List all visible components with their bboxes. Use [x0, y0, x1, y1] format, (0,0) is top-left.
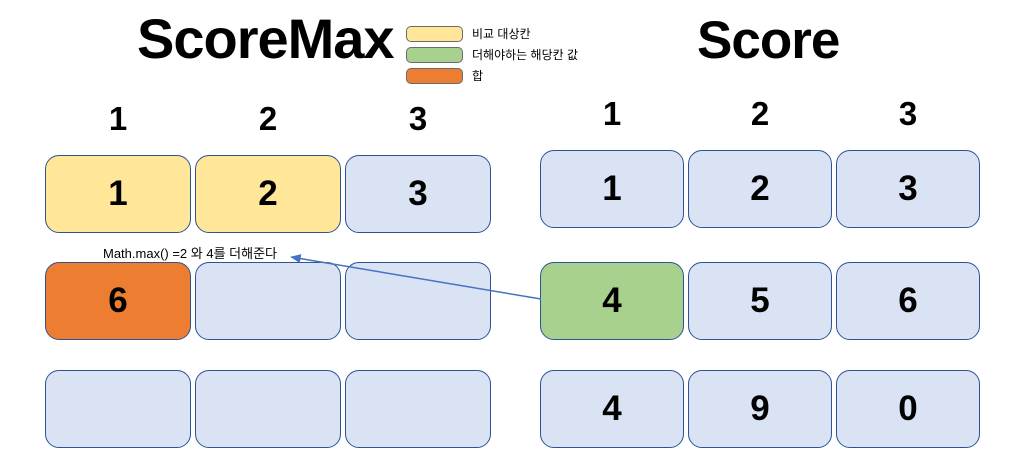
score-row-3: 4 9 0	[540, 370, 980, 448]
title-score: Score	[697, 11, 840, 70]
scoremax-cell	[345, 262, 491, 340]
scoremax-cell: 6	[45, 262, 191, 340]
score-cell: 0	[836, 370, 980, 448]
score-cell: 3	[836, 150, 980, 228]
column-header: 3	[898, 95, 918, 132]
mathmax-annotation: Math.max() =2 와 4를 더해준다	[103, 246, 277, 261]
scoremax-row-1: 1 2 3	[45, 155, 491, 233]
scoremax-cell: 2	[195, 155, 341, 233]
score-cell: 4	[540, 370, 684, 448]
score-row-2: 4 5 6	[540, 262, 980, 340]
scoremax-cell	[345, 370, 491, 448]
legend-item: 비교 대상칸	[406, 25, 578, 42]
column-header: 1	[108, 100, 128, 137]
scoremax-cell	[195, 262, 341, 340]
scoremax-cell	[195, 370, 341, 448]
scoremax-cell: 3	[345, 155, 491, 233]
scoremax-row-2: 6	[45, 262, 491, 340]
score-cell: 5	[688, 262, 832, 340]
legend-item-label: 더해야하는 해당칸 값	[472, 48, 579, 62]
column-header: 2	[258, 100, 278, 137]
score-cell: 9	[688, 370, 832, 448]
score-row-1: 1 2 3	[540, 150, 980, 228]
scoremax-column-headers: 1 2 3	[45, 100, 491, 138]
legend: 비교 대상칸 더해야하는 해당칸 값 합	[406, 25, 578, 84]
column-header: 3	[408, 100, 428, 137]
score-cell: 6	[836, 262, 980, 340]
score-cell: 2	[688, 150, 832, 228]
legend-item-label: 비교 대상칸	[472, 27, 531, 41]
legend-swatch-add-value	[406, 46, 463, 63]
scoremax-cell	[45, 370, 191, 448]
score-cell: 1	[540, 150, 684, 228]
legend-item: 합	[406, 67, 578, 84]
legend-swatch-sum	[406, 67, 463, 84]
column-header: 1	[602, 95, 622, 132]
title-scoremax: ScoreMax	[137, 7, 395, 70]
score-column-headers: 1 2 3	[540, 95, 980, 133]
legend-item: 더해야하는 해당칸 값	[406, 46, 578, 63]
scoremax-cell: 1	[45, 155, 191, 233]
score-cell: 4	[540, 262, 684, 340]
scoremax-row-3	[45, 370, 491, 448]
legend-swatch-compare	[406, 25, 463, 42]
column-header: 2	[750, 95, 770, 132]
legend-item-label: 합	[472, 69, 484, 83]
